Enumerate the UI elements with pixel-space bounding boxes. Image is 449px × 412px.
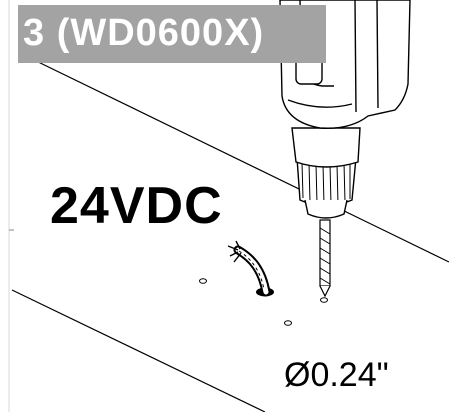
drill-bit-size-label: Ø0.24" [284,356,389,394]
drill-bit-icon [319,219,331,298]
cable-icon [227,240,274,297]
mounting-surface [11,57,449,412]
screw-hole-icon [199,278,328,326]
voltage-label: 24VDC [50,177,223,235]
step-label: 3 (WD0600X) [23,12,265,54]
step-badge [18,5,326,63]
